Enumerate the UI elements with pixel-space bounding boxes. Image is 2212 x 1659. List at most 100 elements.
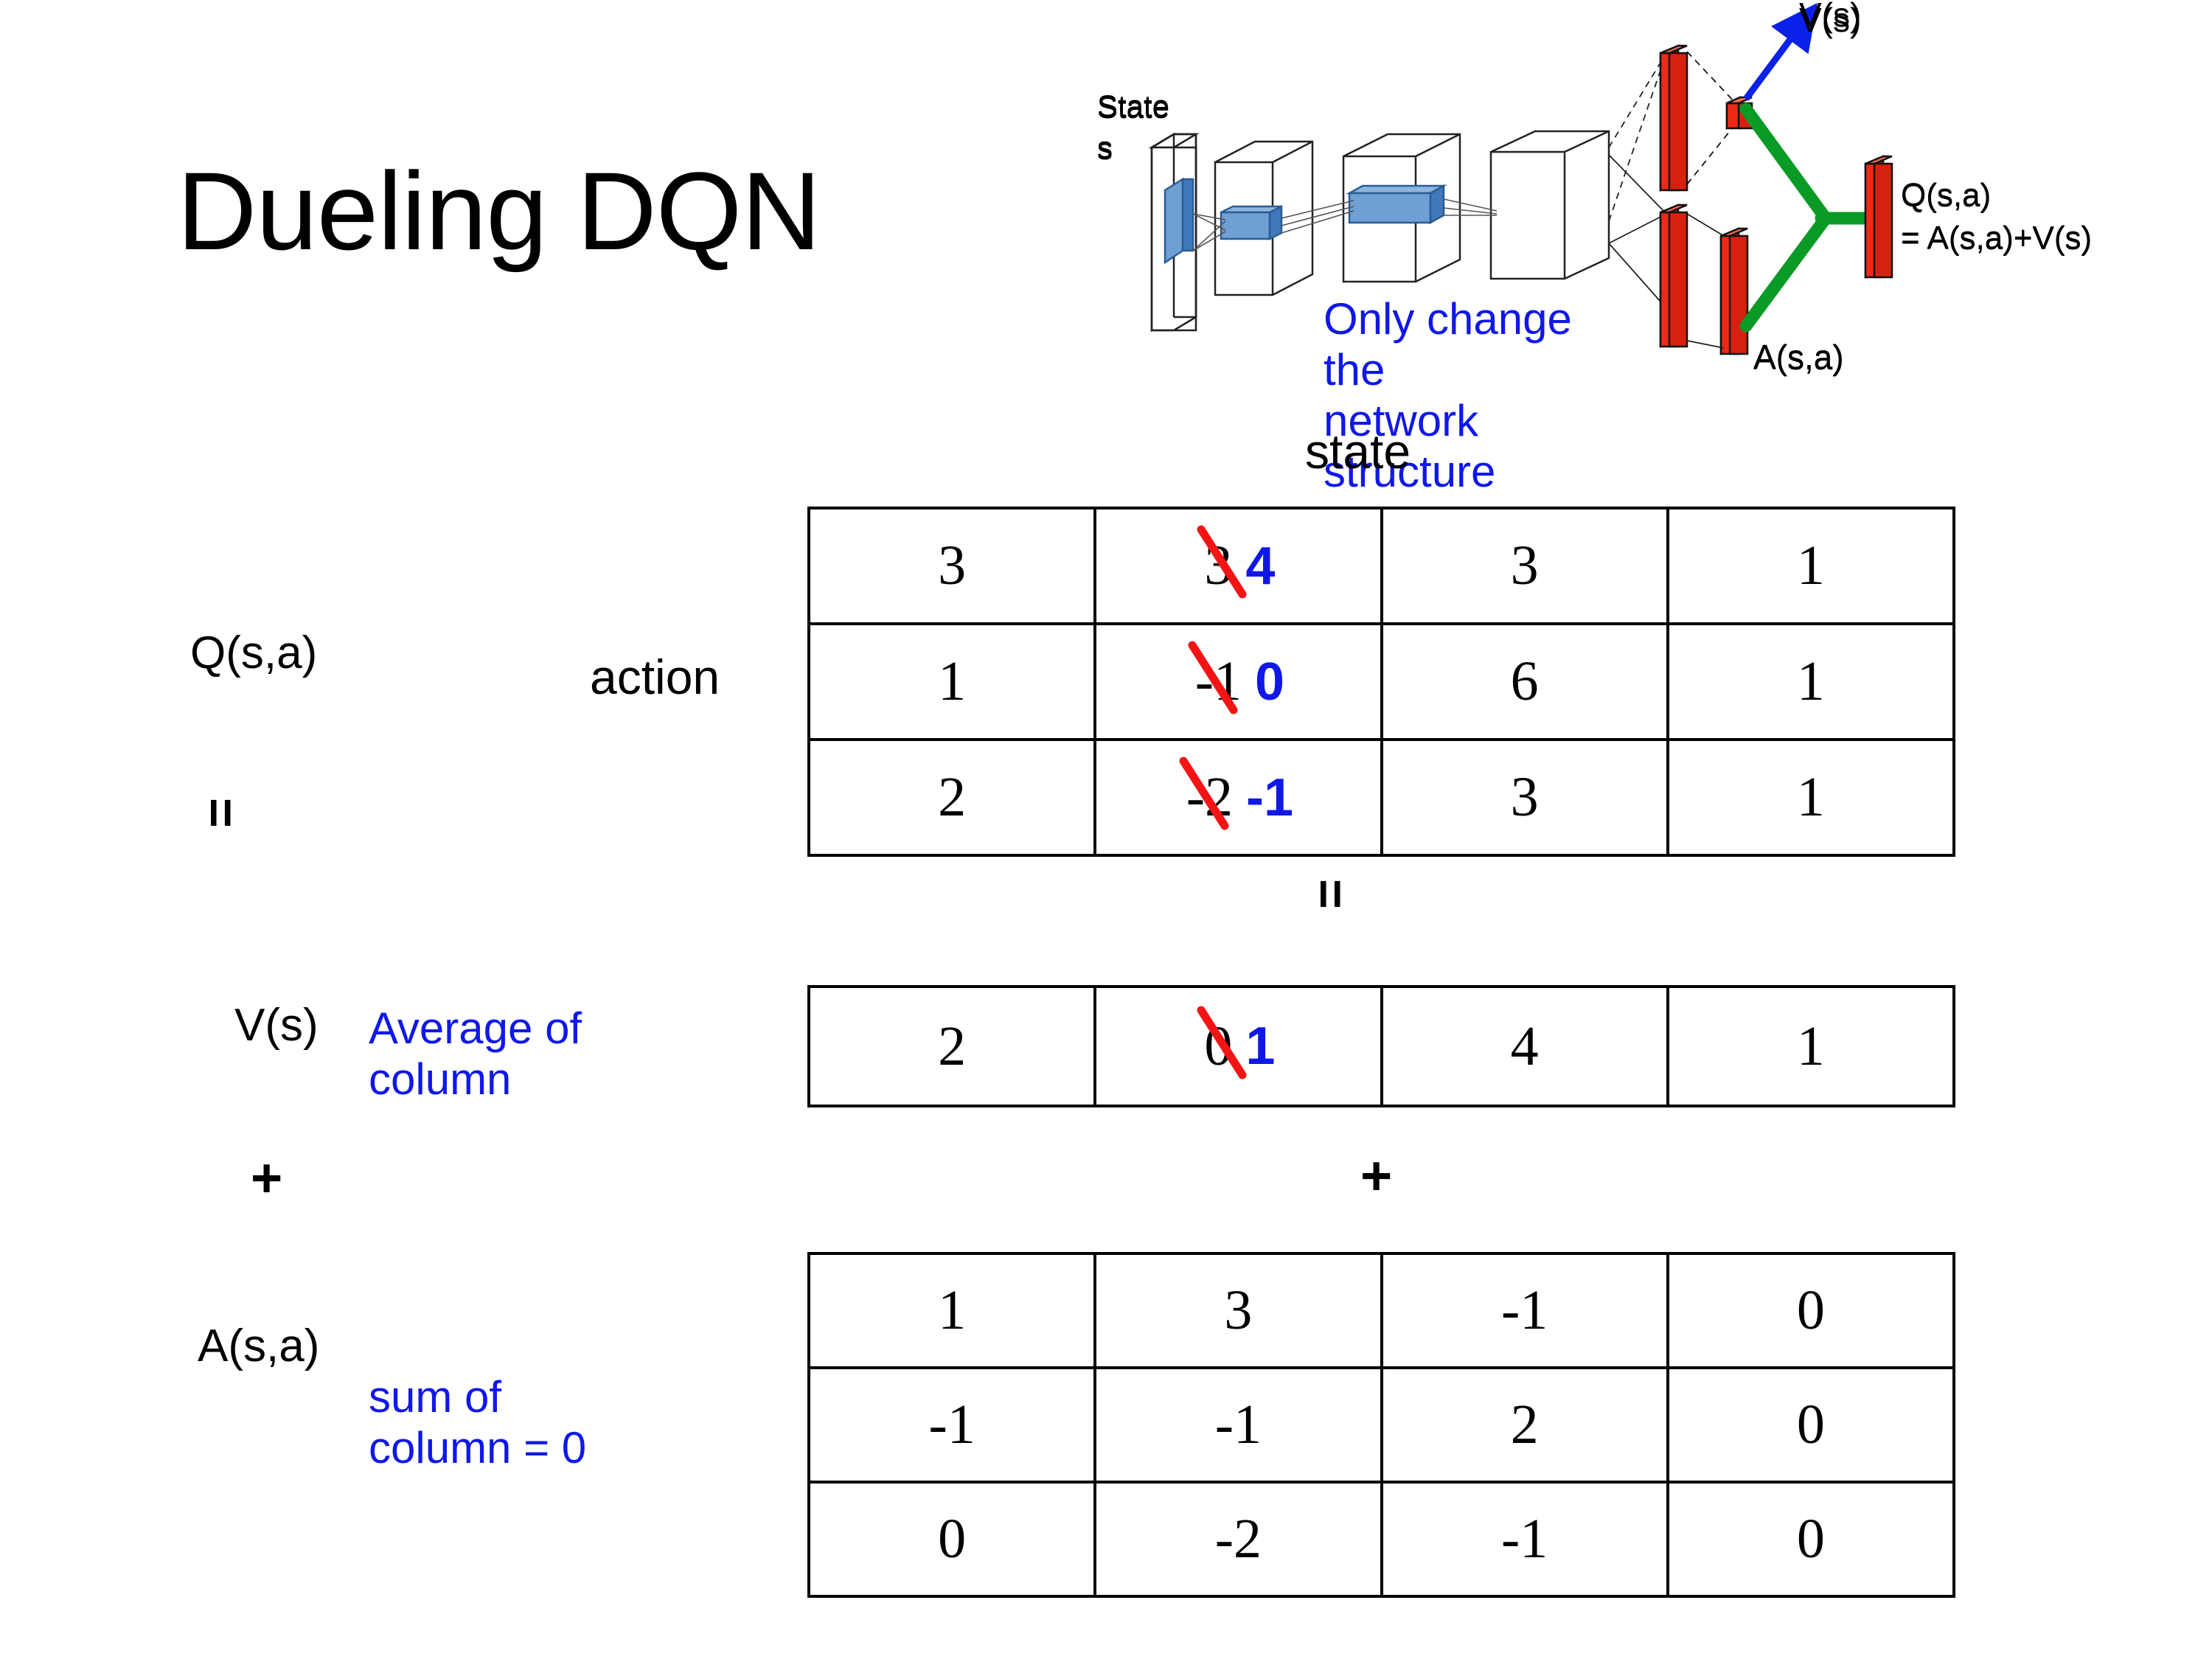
corrected-value: -1 <box>1246 768 1294 827</box>
cell-value: 3 <box>1510 535 1539 597</box>
value-output-arrow <box>1743 2 1818 101</box>
table-cell: -1 <box>1380 1252 1669 1369</box>
table-cell: 2 <box>807 985 1097 1107</box>
table-cell: 1 <box>1666 985 1956 1107</box>
table-cell: 2 <box>1380 1366 1669 1484</box>
cell-value: 3 <box>938 535 967 597</box>
cell-content: 2 <box>1383 1369 1666 1481</box>
table-cell: -2-1 <box>1093 738 1383 857</box>
cell-value: 2 <box>938 1015 967 1077</box>
cell-content: 1 <box>810 1255 1093 1366</box>
conv-filter-1 <box>1220 204 1283 241</box>
cell-content: 0 <box>1669 1369 1952 1481</box>
table-cell: -1 <box>1093 1366 1383 1484</box>
strikethrough-icon <box>1188 641 1238 714</box>
cell-value: 3 <box>1510 766 1539 828</box>
conv-block-3 <box>1489 130 1610 280</box>
cell-value: 2 <box>938 766 967 828</box>
cell-value: -1 <box>928 1394 975 1455</box>
diagram-q-label-line2: = A(s,a)+V(s) <box>1901 220 2093 256</box>
table-cell: 1 <box>1666 738 1956 857</box>
q-output-bar <box>1864 155 1893 279</box>
stream-split-lines <box>1608 52 1667 309</box>
input-state-label-line1: State <box>1097 88 1169 123</box>
q-output-label-line1: Q(s,a) <box>1901 178 1991 214</box>
advantage-output-bar <box>1719 227 1749 355</box>
input-filter-patch <box>1164 177 1194 265</box>
cell-content: 1 <box>1669 988 1952 1105</box>
table-cell: 3 <box>807 507 1097 625</box>
sum-note-line1: sum of <box>369 1372 502 1422</box>
table-cell: 6 <box>1380 622 1669 741</box>
cell-value: 2 <box>1510 1394 1539 1455</box>
table-row: 2 -2-1 3 1 <box>807 738 1956 857</box>
diagram-advantage-label: A(s,a) <box>1753 338 1844 377</box>
cell-value: 1 <box>1796 1015 1825 1077</box>
value-output-label: V(s) <box>1799 0 1861 34</box>
strikethrough-icon <box>1179 757 1229 830</box>
cell-content: -2 <box>1096 1484 1380 1595</box>
cell-value: 0 <box>1796 1508 1825 1570</box>
cell-value: 1 <box>938 650 967 712</box>
average-of-column-note: Average of column <box>369 1003 715 1105</box>
table-cell: -1 <box>807 1366 1097 1484</box>
advantage-stream-bar <box>1659 204 1688 348</box>
cell-value: 0 <box>1796 1394 1825 1455</box>
table-cell: 4 <box>1380 985 1669 1107</box>
cell-content: 3 <box>1096 1255 1380 1366</box>
advantage-output-label: A(s,a) <box>1753 338 1844 376</box>
diagram-input-label-line2: s <box>1097 131 1113 166</box>
table-cell: 1 <box>1666 622 1956 741</box>
cell-content: 3 <box>1383 741 1666 854</box>
cell-content: 1 <box>810 625 1093 738</box>
cell-content: 2 <box>810 988 1093 1105</box>
table-cell: 0 <box>1666 1252 1956 1369</box>
page-title: Dueling DQN <box>177 149 821 273</box>
table-cell: 3 <box>1380 507 1669 625</box>
corrected-value: 4 <box>1245 536 1276 596</box>
table-cell: 0 <box>807 1481 1097 1598</box>
connection-lines <box>1192 198 1498 251</box>
table-row: -1 -1 2 0 <box>807 1366 1956 1484</box>
sum-of-column-note: sum of column = 0 <box>369 1371 752 1473</box>
cell-value: -1 <box>1214 1394 1262 1455</box>
cell-content: 3 <box>1383 509 1666 622</box>
cell-value: -1 <box>1500 1508 1548 1570</box>
struck-value: -1 <box>1188 641 1245 714</box>
table-cell: 2 <box>807 738 1097 857</box>
cell-value: 1 <box>1796 535 1825 597</box>
table-cell: -1 <box>1380 1481 1669 1598</box>
network-change-note: Only change the network structure <box>1324 293 1633 497</box>
average-note-line2: column <box>369 1054 512 1104</box>
cell-content: -1 <box>1383 1255 1666 1366</box>
state-axis-label: state <box>1305 424 1411 479</box>
table-cell: -2 <box>1093 1481 1383 1598</box>
table-cell: 1 <box>1666 507 1956 625</box>
cell-content: 0 <box>1669 1255 1952 1366</box>
advantage-fan-lines <box>1686 213 1725 349</box>
cell-content: 2 <box>810 741 1093 854</box>
table-cell: 3 <box>1380 738 1669 857</box>
cell-content: 4 <box>1383 988 1666 1105</box>
sum-note-line2: column = 0 <box>369 1423 587 1472</box>
table-cell: 3 <box>1093 1252 1383 1369</box>
corrected-value: 0 <box>1255 652 1285 712</box>
merge-green-connector <box>1739 102 1879 333</box>
equals-operator-left: = <box>192 798 250 828</box>
table-cell: 1 <box>807 622 1097 741</box>
corrected-value: 1 <box>1245 1017 1276 1076</box>
diagram-input-label-line1: State <box>1097 90 1170 125</box>
input-state-label-line2: s <box>1097 130 1113 164</box>
cell-value: 4 <box>1510 1015 1539 1077</box>
cell-content: -1 <box>810 1369 1093 1481</box>
cell-content: -2-1 <box>1096 741 1380 854</box>
